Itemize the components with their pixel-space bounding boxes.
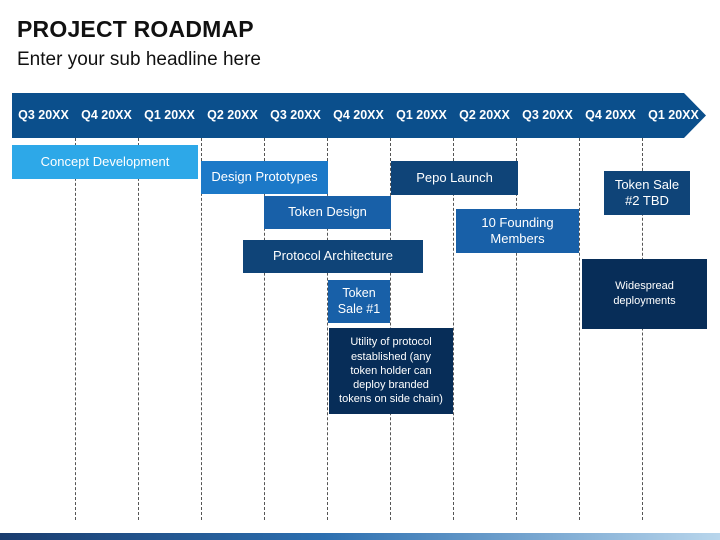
quarter-label: Q4 20XX xyxy=(585,108,636,122)
quarter-label: Q3 20XX xyxy=(270,108,321,122)
quarter-divider xyxy=(201,138,202,520)
quarter-divider xyxy=(264,138,265,520)
task-utility-of-protocol: Utility of protocol established (any tok… xyxy=(329,328,453,414)
task-10-founding-members: 10 Founding Members xyxy=(456,209,579,253)
task-label: Design Prototypes xyxy=(211,169,318,185)
task-label: Pepo Launch xyxy=(416,169,493,185)
quarter-label: Q1 20XX xyxy=(648,108,699,122)
task-label-line: Token xyxy=(342,285,376,300)
footer-accent-strip xyxy=(0,533,720,540)
quarter-divider xyxy=(579,138,580,520)
task-label: Concept Development xyxy=(40,153,170,169)
task-pepo-launch: Pepo Launch xyxy=(391,161,518,195)
quarter-label: Q3 20XX xyxy=(18,108,69,122)
timeline-arrow-shape xyxy=(12,93,706,138)
task-protocol-architecture: Protocol Architecture xyxy=(243,240,423,273)
quarter-label: Q4 20XX xyxy=(333,108,384,122)
page-subtitle: Enter your sub headline here xyxy=(17,49,261,70)
task-label-line: Widespread xyxy=(615,280,674,293)
quarter-label: Q4 20XX xyxy=(81,108,132,122)
task-label-line: #2 TBD xyxy=(625,193,669,208)
quarter-label: Q2 20XX xyxy=(207,108,258,122)
quarter-divider xyxy=(453,138,454,520)
task-label-line: Utility of protocol xyxy=(350,336,432,349)
quarter-label: Q1 20XX xyxy=(396,108,447,122)
task-design-prototypes: Design Prototypes xyxy=(201,161,328,194)
task-label-line: Token Sale xyxy=(614,176,680,192)
task-token-sale-1: Token Sale #1 xyxy=(328,280,390,323)
task-token-design: Token Design xyxy=(264,196,391,229)
task-label-line: Members xyxy=(490,231,545,246)
task-label-line: Sale #1 xyxy=(337,301,381,316)
timeline-arrow: Q3 20XX Q4 20XX Q1 20XX Q2 20XX Q3 20XX … xyxy=(12,93,706,138)
page-title: PROJECT ROADMAP xyxy=(17,16,254,42)
task-token-sale-2: Token Sale #2 TBD xyxy=(604,171,690,215)
task-label: Token Design xyxy=(288,204,367,220)
task-label-line: established (any xyxy=(350,350,432,363)
quarter-divider xyxy=(138,138,139,520)
task-widespread-deployments: Widespread deployments xyxy=(582,259,707,329)
task-label-line: token holder can xyxy=(350,364,432,377)
quarter-divider xyxy=(642,138,643,520)
task-label-line: deploy branded xyxy=(353,379,429,392)
task-label: Protocol Architecture xyxy=(273,248,393,264)
task-label-line: 10 Founding xyxy=(481,214,554,230)
quarter-divider xyxy=(327,138,328,520)
task-concept-development: Concept Development xyxy=(12,145,198,179)
task-label-line: deployments xyxy=(613,295,676,307)
quarter-label: Q1 20XX xyxy=(144,108,195,122)
quarter-divider xyxy=(75,138,76,520)
quarter-label: Q2 20XX xyxy=(459,108,510,122)
task-label-line: tokens on side chain) xyxy=(339,393,443,406)
quarter-label: Q3 20XX xyxy=(522,108,573,122)
quarter-divider xyxy=(516,138,517,520)
